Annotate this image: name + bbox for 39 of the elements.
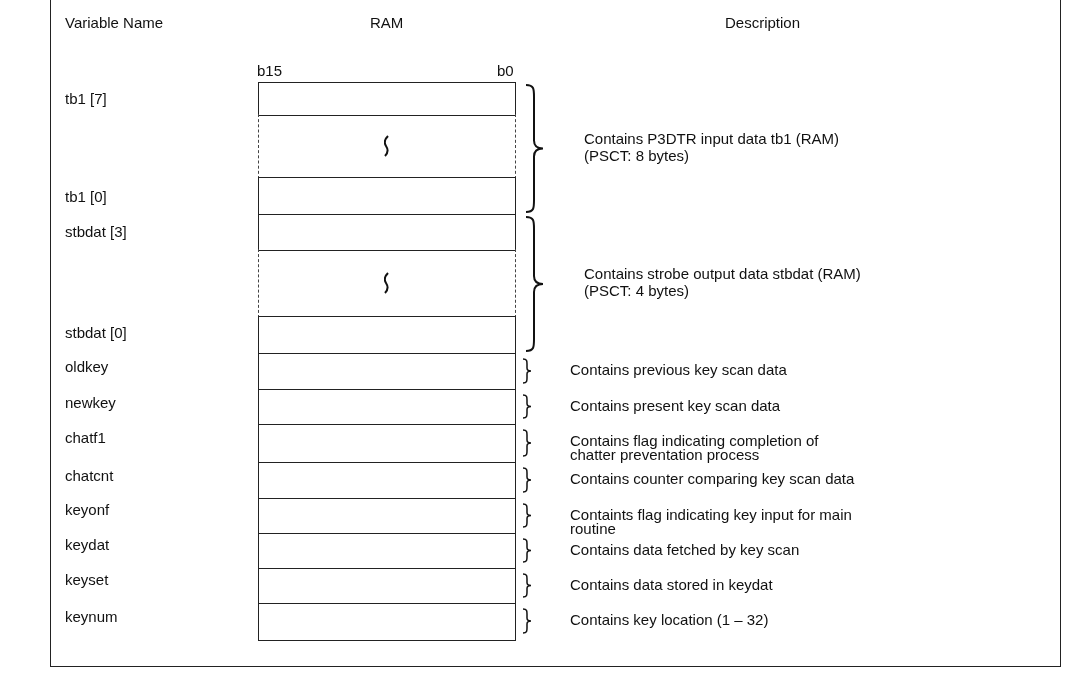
- bit-label: b0: [497, 62, 514, 80]
- description: Contains strobe output data stbdat (RAM) (PSCT: 4 bytes): [584, 265, 862, 300]
- variable-name: oldkey: [65, 358, 109, 376]
- variable-name: newkey: [65, 394, 116, 412]
- description: Contains flag indicating completion of chatter preventation process: [570, 434, 820, 463]
- description: Contains present key scan data: [570, 399, 782, 414]
- memory-cell: [258, 214, 516, 251]
- description: Containts flag indicating key input for main routine: [570, 508, 853, 537]
- memory-cell: [258, 177, 516, 216]
- memory-cell: [258, 389, 516, 426]
- description: Contains previous key scan data: [570, 363, 788, 378]
- memory-cell: [258, 424, 516, 464]
- variable-name: stbdat [0]: [65, 324, 127, 342]
- variable-name: chatcnt: [65, 467, 114, 485]
- memory-cell: [258, 568, 516, 605]
- memory-cell: [258, 353, 516, 391]
- memory-cell: [258, 316, 516, 355]
- memory-cell: [258, 462, 516, 500]
- variable-name: keyonf: [65, 501, 110, 519]
- description: Contains counter comparing key scan data: [570, 472, 856, 487]
- variable-name: keydat: [65, 536, 110, 554]
- variable-name: stbdat [3]: [65, 223, 127, 241]
- variable-name: chatf1: [65, 429, 106, 447]
- column-header: RAM: [370, 14, 404, 32]
- variable-name: keyset: [65, 571, 109, 589]
- description: Contains P3DTR input data tb1 (RAM) (PSCT: 8 bytes): [584, 129, 841, 164]
- memory-cell: [258, 603, 516, 641]
- description: Contains key location (1 – 32): [570, 613, 770, 628]
- memory-cell: [258, 498, 516, 535]
- column-header: Variable Name: [65, 14, 164, 32]
- column-header: Description: [725, 14, 801, 32]
- bit-label: b15: [257, 62, 283, 80]
- variable-name: keynum: [65, 608, 118, 626]
- memory-cell: [258, 82, 516, 116]
- variable-name: tb1 [7]: [65, 90, 107, 108]
- description: Contains data stored in keydat: [570, 578, 774, 593]
- memory-cell: [258, 533, 516, 570]
- variable-name: tb1 [0]: [65, 188, 107, 206]
- description: Contains data fetched by key scan: [570, 543, 801, 558]
